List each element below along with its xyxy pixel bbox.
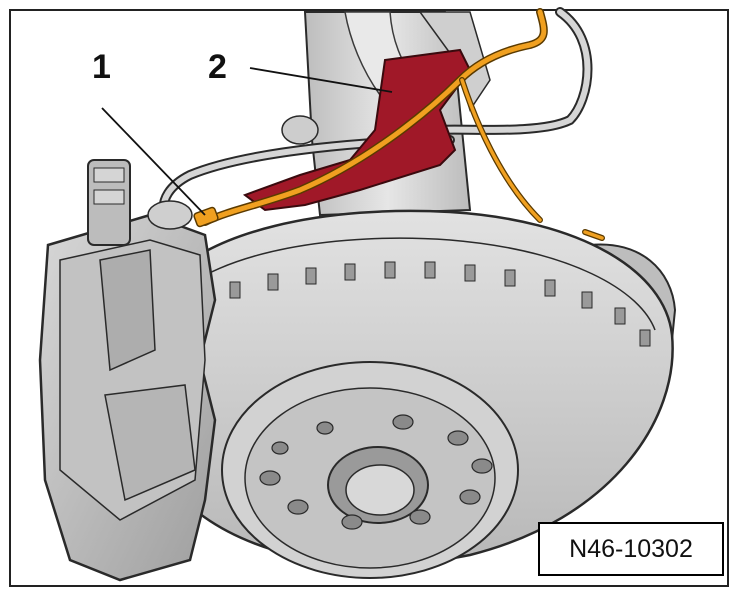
brake-caliper (38, 159, 217, 582)
wear-sensor-cable (201, 8, 605, 241)
callout-number-2: 2 (208, 48, 227, 86)
figure-id-label: N46-10302 (538, 522, 724, 576)
callout-1-leader (101, 107, 206, 216)
brake-disc (158, 209, 674, 579)
brake-pad-wear-sensor-connector (193, 206, 219, 228)
callout-2-leader (249, 67, 393, 93)
callout-number-1: 1 (92, 48, 111, 86)
